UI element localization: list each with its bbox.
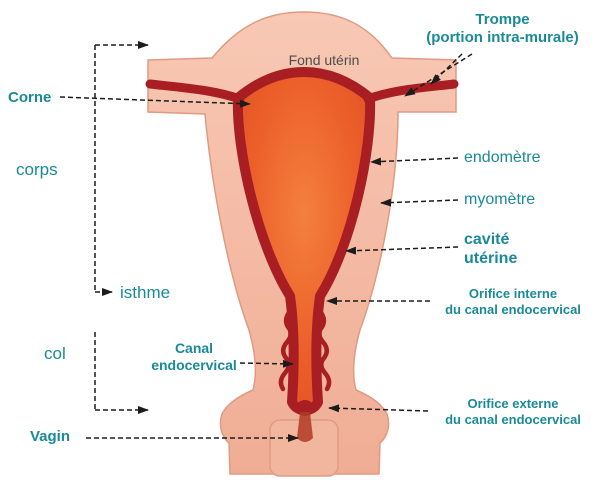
label-trompe: Trompe (portion intra-murale)	[405, 11, 600, 47]
left-tube-canal	[145, 79, 245, 104]
endocervical-plicae-right	[316, 307, 332, 392]
myometre-arrow	[380, 198, 459, 207]
label-myometre: myomètre	[464, 191, 536, 208]
endocervical-plicae-left	[278, 307, 294, 392]
label-orifice-externe: Orifice externe du canal endocervical	[445, 396, 581, 427]
label-fond-uterin: Fond utérin	[288, 52, 360, 68]
label-orifice-interne: Orifice interne du canal endocervical	[445, 286, 581, 317]
arrows	[59, 41, 473, 442]
endometre-arrow	[370, 157, 459, 166]
label-endometre: endomètre	[464, 149, 541, 166]
label-corne: Corne	[8, 89, 52, 106]
orifice-externe-arrow	[328, 404, 429, 413]
label-corps: corps	[16, 160, 58, 179]
canal-endocervical-arrow	[239, 359, 294, 368]
label-trompe-line1: Trompe	[475, 11, 530, 28]
label-canal-endocervical: Canal endocervical	[151, 340, 237, 373]
trompe-arrow-1	[430, 53, 463, 85]
label-col: col	[44, 344, 66, 363]
label-trompe-line2: (portion intra-murale)	[426, 29, 579, 46]
cavite-arrow	[345, 246, 459, 255]
label-isthme: isthme	[120, 283, 171, 302]
trompe-arrow-2	[404, 53, 473, 97]
label-cavite-uterine: cavité utérine	[464, 231, 518, 267]
label-vagin: Vagin	[30, 428, 71, 445]
cervical-opening-into-vagina	[297, 412, 313, 442]
uterine-cavity-shape	[232, 67, 376, 416]
